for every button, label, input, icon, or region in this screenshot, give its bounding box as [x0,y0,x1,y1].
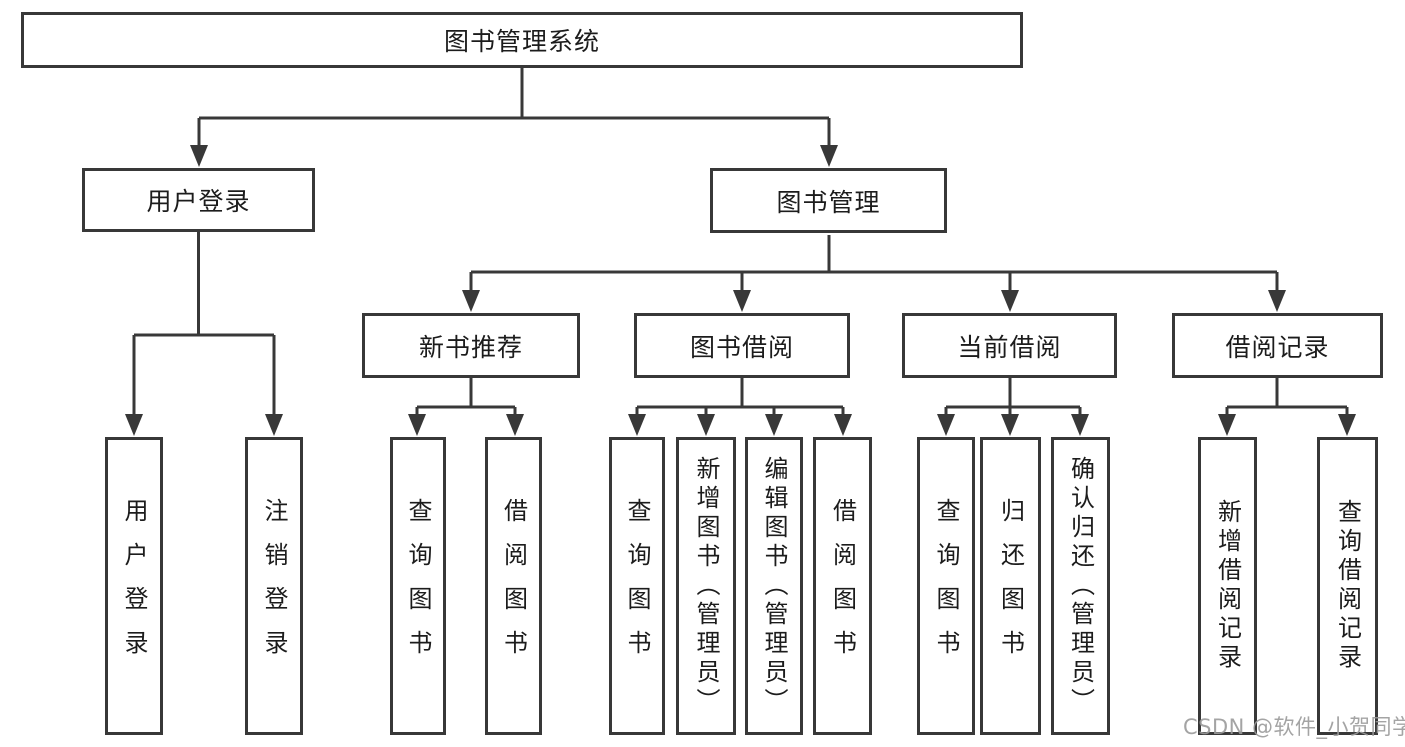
leaf-label: 借阅图书 [499,498,528,674]
leaf-current-query-books: 查询图书 [917,437,975,735]
node-root-system: 图书管理系统 [21,12,1023,68]
leaf-label: 新增借阅记录 [1213,499,1242,673]
leaf-label: 归还图书 [996,498,1025,674]
leaf-records-add-record: 新增借阅记录 [1198,437,1257,735]
node-book-borrow: 图书借阅 [634,313,850,378]
stems-level3 [469,378,1279,407]
leaf-borrow-borrow-books: 借阅图书 [813,437,872,735]
leaf-recommend-borrow-books: 借阅图书 [485,437,542,735]
leaf-recommend-query-books: 查询图书 [390,437,446,735]
trunk-level1 [197,68,831,152]
leaf-label: 新增图书（管理员） [692,455,720,717]
leaf-borrow-edit-books-admin: 编辑图书（管理员） [745,437,803,735]
leaf-label: 查询借阅记录 [1333,499,1362,673]
node-current-borrow: 当前借阅 [902,313,1117,378]
leaf-label: 注销登录 [260,498,288,674]
node-borrow-records: 借阅记录 [1172,313,1383,378]
node-user-login: 用户登录 [82,168,315,232]
leaf-label: 借阅图书 [828,498,857,674]
leaf-borrow-query-books: 查询图书 [609,437,665,735]
branch-user-login [132,232,276,421]
leaf-label: 查询图书 [932,498,960,674]
leaf-label: 查询图书 [404,498,432,674]
leaf-label: 用户登录 [120,498,148,674]
node-new-book-recommend: 新书推荐 [362,313,580,378]
leaf-logout: 注销登录 [245,437,303,735]
node-book-management: 图书管理 [710,168,947,233]
branch-book-management [469,235,1279,297]
leaf-label: 确认归还（管理员） [1066,455,1095,717]
leaf-label: 编辑图书（管理员） [760,455,788,717]
leaf-label: 查询图书 [623,498,651,674]
leaf-current-confirm-return-admin: 确认归还（管理员） [1051,437,1110,735]
csdn-watermark: CSDN @软件_小贺同学 [1183,715,1405,739]
leaf-records-query-record: 查询借阅记录 [1317,437,1378,735]
leaf-current-return-books: 归还图书 [980,437,1041,735]
leaf-borrow-add-books-admin: 新增图书（管理员） [676,437,736,735]
leaf-user-login: 用户登录 [105,437,163,735]
rails-leaves [415,405,1349,421]
arrowheads [125,145,1356,436]
